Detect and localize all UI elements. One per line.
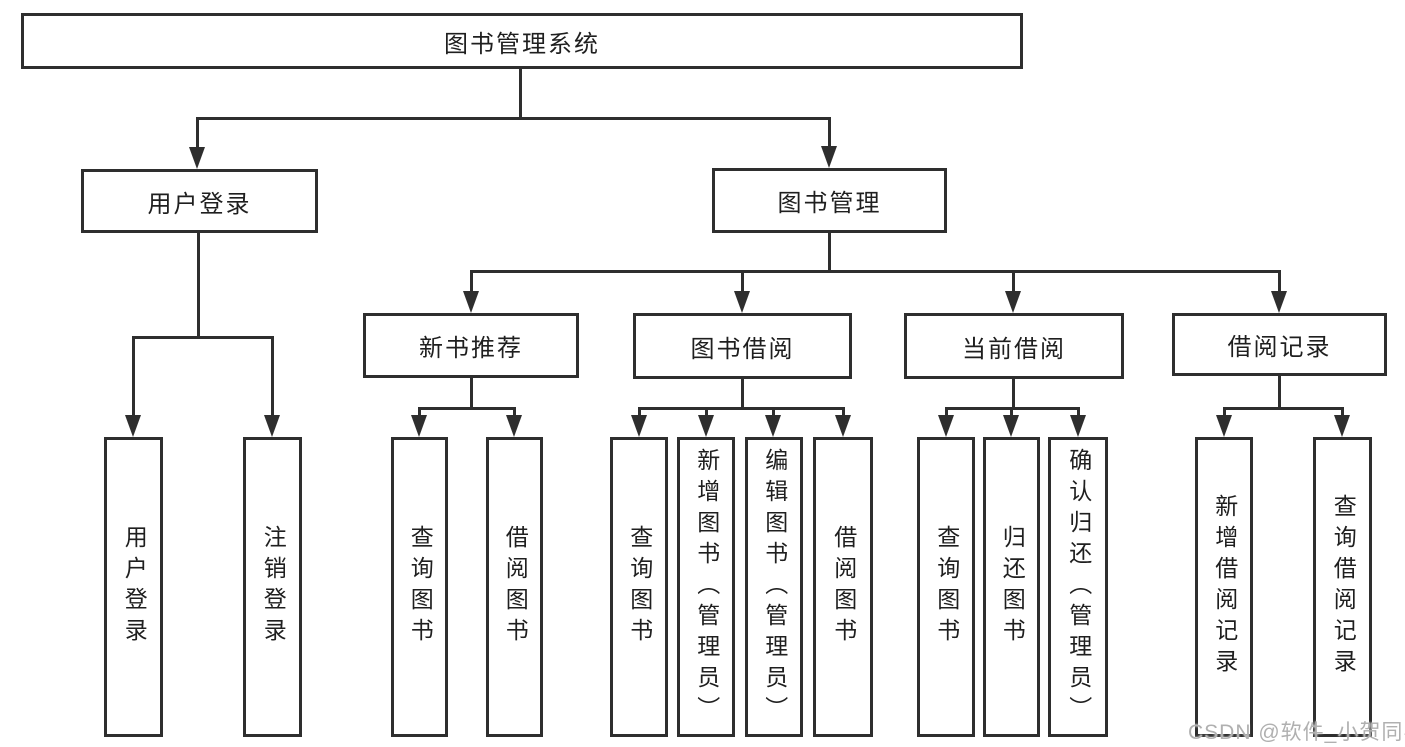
- node-book-borrow: 图书借阅: [633, 313, 852, 379]
- arrow-down-icon: [698, 415, 714, 437]
- leaf-add-books-admin-label: 新增图书（管理员）: [693, 447, 720, 727]
- node-current-borrow-label: 当前借阅: [962, 335, 1066, 363]
- connector-drop-current-borrow: [1012, 270, 1015, 293]
- connector-new-book-recommend-stem: [470, 378, 473, 410]
- node-book-management-label: 图书管理: [777, 190, 882, 217]
- node-borrow-records: 借阅记录: [1172, 313, 1387, 376]
- leaf-borrow-books: 借阅图书: [813, 437, 873, 737]
- connector-drop: [772, 407, 775, 419]
- arrow-down-icon: [264, 415, 280, 437]
- arrow-down-icon: [1216, 415, 1232, 437]
- connector-drop-user-login: [196, 117, 199, 150]
- leaf-logout: 注销登录: [243, 437, 302, 737]
- arrow-down-icon: [411, 415, 427, 437]
- leaf-recommend-borrow-books-label: 借阅图书: [502, 525, 529, 649]
- arrow-down-icon: [1334, 415, 1350, 437]
- csdn-watermark: CSDN @软件_小贺同学: [1188, 721, 1405, 744]
- node-current-borrow: 当前借阅: [904, 313, 1124, 379]
- leaf-query-borrow-record-label: 查询借阅记录: [1330, 494, 1357, 680]
- leaf-add-borrow-record: 新增借阅记录: [1195, 437, 1253, 737]
- leaf-current-query-books-label: 查询图书: [933, 525, 960, 649]
- arrow-down-icon: [631, 415, 647, 437]
- connector-book-borrow-stem: [741, 379, 744, 410]
- arrow-down-icon: [1003, 415, 1019, 437]
- leaf-edit-books-admin-label: 编辑图书（管理员）: [761, 447, 788, 727]
- connector-drop: [513, 407, 516, 419]
- node-user-login-label: 用户登录: [147, 190, 252, 218]
- leaf-add-borrow-record-label: 新增借阅记录: [1211, 494, 1238, 680]
- leaf-borrow-query-books: 查询图书: [610, 437, 668, 737]
- node-book-management: 图书管理: [712, 168, 947, 233]
- leaf-user-login: 用户登录: [104, 437, 163, 737]
- leaf-recommend-query-books-label: 查询图书: [407, 525, 434, 649]
- connector-user-login-branch: [133, 336, 274, 339]
- leaf-add-books-admin: 新增图书（管理员）: [677, 437, 735, 737]
- connector-drop: [418, 407, 421, 419]
- connector-drop: [1223, 407, 1226, 419]
- arrow-down-icon: [1005, 291, 1021, 313]
- leaf-user-login-label: 用户登录: [121, 525, 148, 649]
- arrow-down-icon: [765, 415, 781, 437]
- connector-drop: [945, 407, 948, 419]
- node-book-borrow-label: 图书借阅: [690, 335, 795, 363]
- arrow-down-icon: [835, 415, 851, 437]
- node-borrow-records-label: 借阅记录: [1227, 334, 1332, 361]
- leaf-confirm-return-admin-label: 确认归还（管理员）: [1065, 447, 1092, 727]
- connector-book-borrow-branch: [638, 407, 845, 410]
- node-root: 图书管理系统: [21, 13, 1023, 69]
- connector-current-borrow-stem: [1012, 379, 1015, 410]
- arrow-down-icon: [1070, 415, 1086, 437]
- leaf-confirm-return-admin: 确认归还（管理员）: [1048, 437, 1108, 737]
- leaf-recommend-query-books: 查询图书: [391, 437, 448, 737]
- connector-drop: [1077, 407, 1080, 419]
- connector-drop-borrow-records: [1278, 270, 1281, 293]
- arrow-down-icon: [463, 291, 479, 313]
- leaf-borrow-books-label: 借阅图书: [830, 525, 857, 649]
- arrow-down-icon: [734, 291, 750, 313]
- connector-level2-branch: [197, 117, 831, 120]
- leaf-query-borrow-record: 查询借阅记录: [1313, 437, 1372, 737]
- connector-borrow-records-branch: [1223, 407, 1344, 410]
- connector-book-management-stem: [828, 233, 831, 273]
- leaf-logout-label: 注销登录: [260, 525, 287, 649]
- connector-drop: [842, 407, 845, 419]
- connector-drop: [1341, 407, 1344, 419]
- connector-drop-new-book-recommend: [470, 270, 473, 293]
- connector-root-stem: [519, 69, 522, 120]
- node-new-book-recommend-label: 新书推荐: [419, 335, 523, 362]
- connector-borrow-records-stem: [1278, 376, 1281, 410]
- connector-drop-leaf-user-login: [132, 336, 135, 418]
- connector-user-login-stem: [197, 233, 200, 339]
- arrow-down-icon: [189, 147, 205, 169]
- connector-drop-leaf-logout: [271, 336, 274, 418]
- connector-drop-book-borrow: [741, 270, 744, 293]
- arrow-down-icon: [938, 415, 954, 437]
- connector-drop: [1010, 407, 1013, 419]
- node-new-book-recommend: 新书推荐: [363, 313, 579, 378]
- connector-level3-branch: [470, 270, 1281, 273]
- leaf-current-query-books: 查询图书: [917, 437, 975, 737]
- leaf-borrow-query-books-label: 查询图书: [626, 525, 653, 649]
- leaf-recommend-borrow-books: 借阅图书: [486, 437, 543, 737]
- arrow-down-icon: [125, 415, 141, 437]
- arrow-down-icon: [821, 146, 837, 168]
- leaf-edit-books-admin: 编辑图书（管理员）: [745, 437, 803, 737]
- connector-new-book-recommend-branch: [418, 407, 516, 410]
- leaf-return-books: 归还图书: [983, 437, 1040, 737]
- arrow-down-icon: [506, 415, 522, 437]
- connector-drop: [638, 407, 641, 419]
- connector-drop: [705, 407, 708, 419]
- node-root-label: 图书管理系统: [444, 30, 600, 58]
- connector-drop-book-management: [828, 117, 831, 149]
- arrow-down-icon: [1271, 291, 1287, 313]
- leaf-return-books-label: 归还图书: [999, 525, 1026, 649]
- node-user-login: 用户登录: [81, 169, 318, 233]
